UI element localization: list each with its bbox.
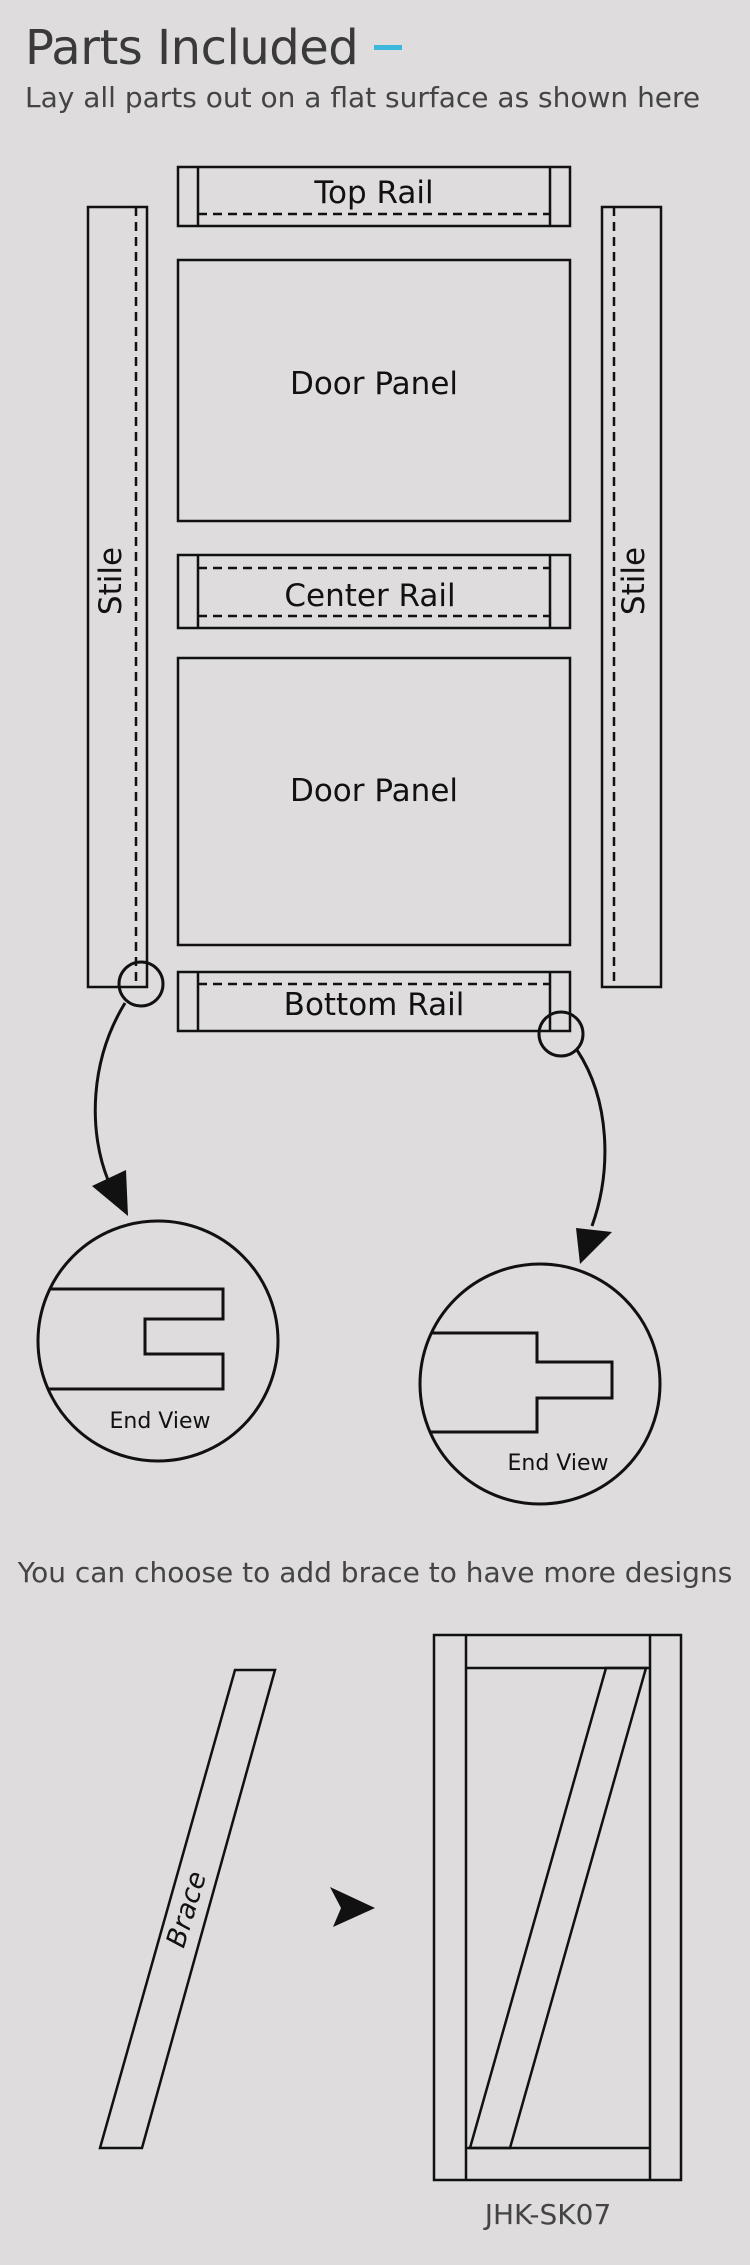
door-frame-with-brace <box>432 1633 683 2182</box>
detail-marker-right <box>537 1010 585 1058</box>
end-view-left-label: End View <box>109 1409 210 1434</box>
top-rail-label: Top Rail <box>313 175 433 211</box>
arrow-curve-right <box>575 1049 607 1227</box>
page-title-text: Parts Included <box>25 20 359 76</box>
door-panel-lower-label: Door Panel <box>290 773 458 809</box>
stile-left-label: Stile <box>93 547 129 615</box>
brace-piece <box>98 1668 277 2150</box>
groove-profile <box>38 1287 225 1391</box>
center-rail <box>176 553 572 630</box>
page-title: Parts Included <box>25 18 725 78</box>
tongue-profile <box>420 1331 614 1434</box>
optional-brace-note: You can choose to add brace to have more… <box>17 1556 733 1589</box>
arrow-head-left-icon <box>92 1170 128 1216</box>
top-rail <box>176 165 572 228</box>
stile-right <box>600 205 663 989</box>
bottom-rail-label: Bottom Rail <box>284 987 465 1023</box>
end-view-right <box>418 1262 662 1506</box>
page-subtitle: Lay all parts out on a flat surface as s… <box>25 81 701 114</box>
center-rail-label: Center Rail <box>284 578 455 614</box>
detail-marker-left <box>117 960 165 1008</box>
end-view-left <box>36 1219 280 1463</box>
end-view-right-label: End View <box>507 1451 608 1476</box>
arrow-head-right-icon <box>576 1228 612 1264</box>
bottom-rail <box>176 970 572 1033</box>
door-panel-upper-label: Door Panel <box>290 366 458 402</box>
model-code: JHK-SK07 <box>484 2198 612 2231</box>
arrow-right-icon <box>330 1887 375 1927</box>
title-accent-dash <box>374 44 403 50</box>
header: Parts Included Lay all parts out on a fl… <box>25 18 725 116</box>
door-panel-upper <box>176 258 572 523</box>
door-panel-lower <box>176 656 572 947</box>
stile-left <box>86 205 149 989</box>
stile-right-label: Stile <box>616 547 652 615</box>
arrow-curve-left <box>93 1002 127 1181</box>
